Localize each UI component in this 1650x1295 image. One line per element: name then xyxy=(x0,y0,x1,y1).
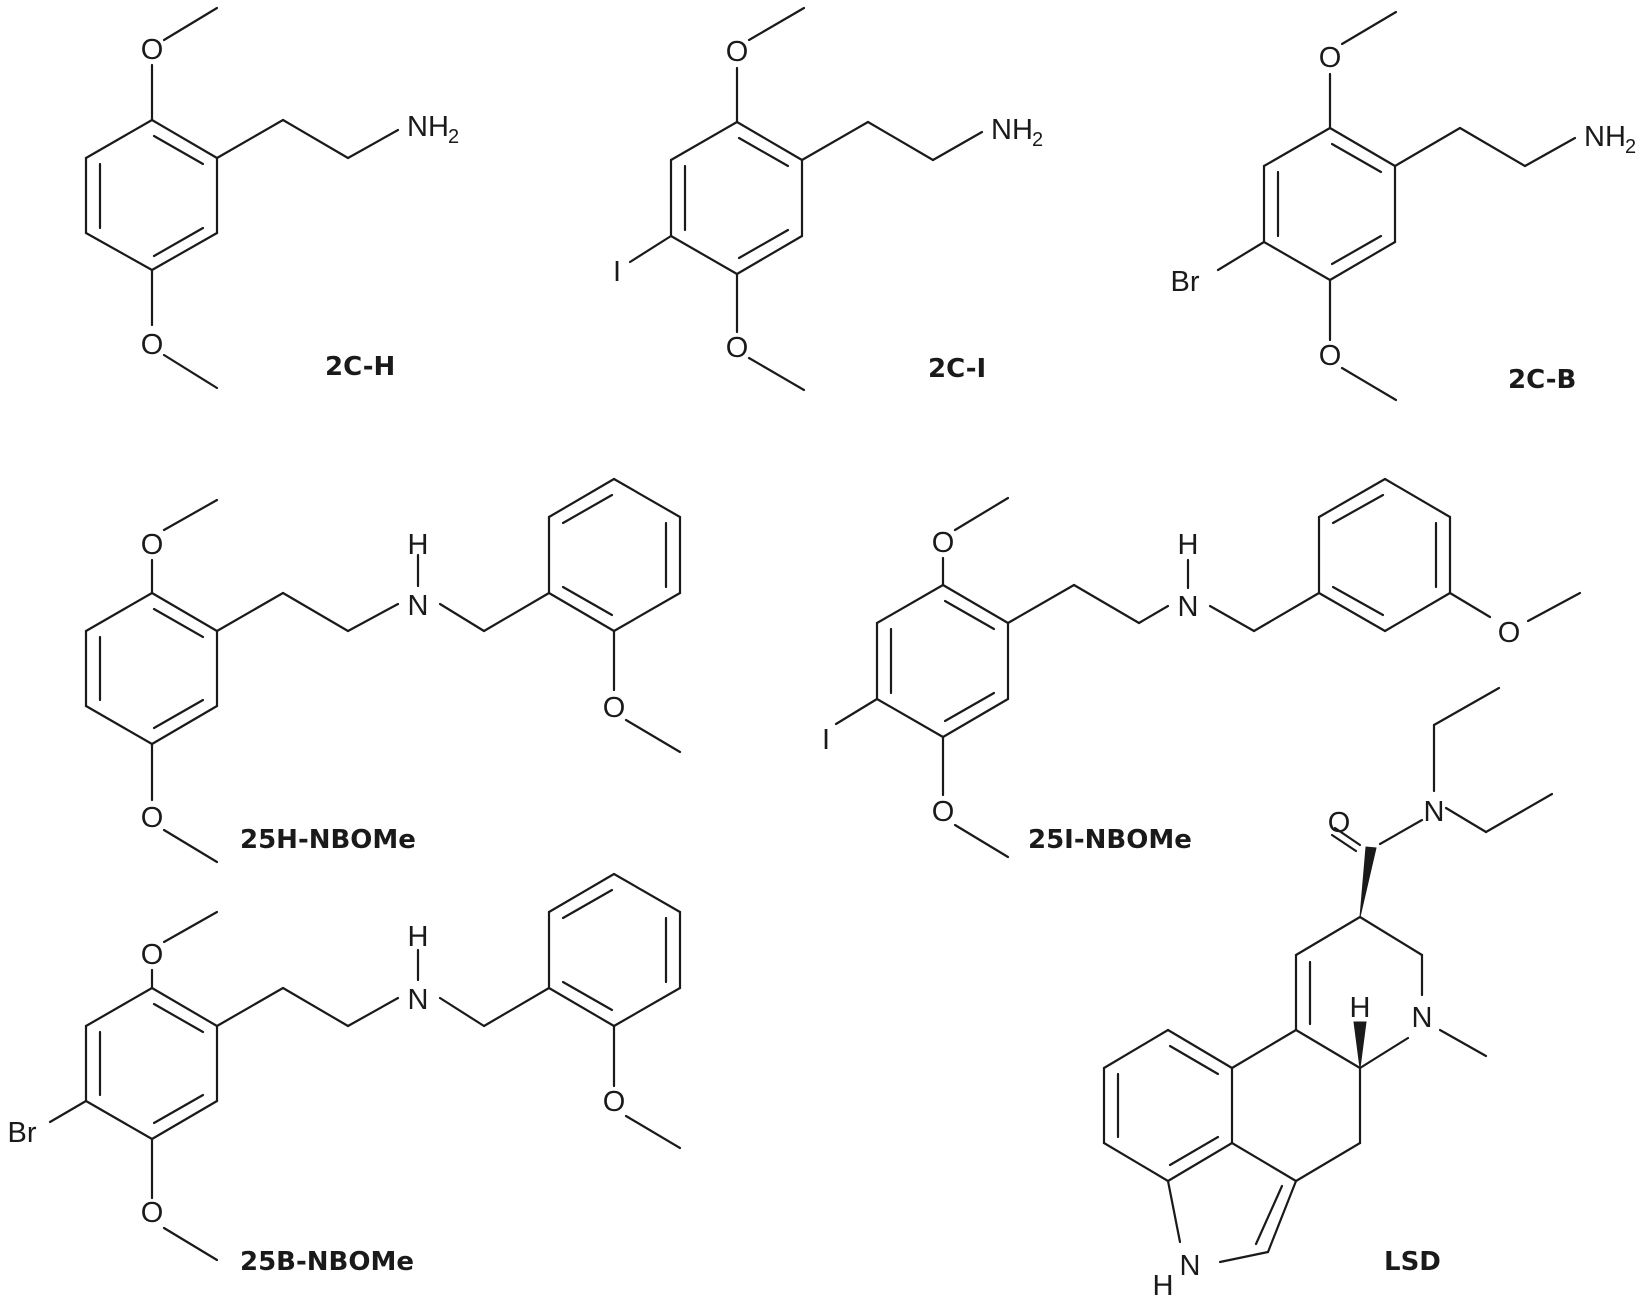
atom-oxygen: O xyxy=(141,1197,164,1229)
bonds xyxy=(1216,10,1577,402)
atom-oxygen: O xyxy=(603,1086,626,1118)
atom-nitrogen: N xyxy=(1424,796,1445,828)
molecule-label: 25I-NBOMe xyxy=(1028,825,1192,855)
atom-amine: NH xyxy=(407,111,449,143)
molecule-2c-b: O O Br NH 2 2C-B xyxy=(1171,10,1636,402)
atom-nitrogen: N xyxy=(1178,591,1199,623)
atom-oxygen: O xyxy=(726,332,749,364)
bonds xyxy=(1102,686,1554,1295)
bonds xyxy=(834,477,1582,859)
amine-group: NH 2 xyxy=(407,111,459,148)
atom-amine-subscript: 2 xyxy=(1625,136,1636,158)
atom-hydrogen: H xyxy=(408,921,429,953)
atom-amine-subscript: 2 xyxy=(448,126,459,148)
bonds xyxy=(48,872,682,1262)
atom-oxygen: O xyxy=(141,529,164,561)
molecule-label: LSD xyxy=(1384,1247,1441,1277)
atom-hydrogen: H xyxy=(1178,529,1199,561)
molecule-25h-nbome: O O H N O 25H-NBOMe xyxy=(84,477,682,864)
atom-amine-subscript: 2 xyxy=(1032,129,1043,151)
atom-iodine: I xyxy=(613,256,621,288)
molecule-2c-h: O O NH 2 2C-H xyxy=(84,6,459,390)
atom-nitrogen: N xyxy=(1180,1250,1201,1282)
atom-oxygen: O xyxy=(1319,42,1342,74)
atom-oxygen: O xyxy=(726,36,749,68)
molecule-label: 2C-B xyxy=(1508,365,1576,395)
atom-oxygen: O xyxy=(603,692,626,724)
atom-oxygen: O xyxy=(141,34,164,66)
stereo-wedge xyxy=(1353,1021,1367,1069)
atom-amine: NH xyxy=(1584,121,1626,153)
molecule-label: 2C-H xyxy=(325,352,395,382)
atom-nitrogen: N xyxy=(1412,1002,1433,1034)
atom-iodine: I xyxy=(822,724,830,756)
molecule-label: 25B-NBOMe xyxy=(240,1247,414,1277)
molecule-25i-nbome: O O I H N O 25I-NBOMe xyxy=(822,477,1582,859)
molecule-2c-i: O O I NH 2 2C-I xyxy=(613,6,1043,392)
molecule-label: 2C-I xyxy=(928,354,986,384)
molecule-lsd: O N N H N H LSD xyxy=(1102,686,1554,1295)
atom-hydrogen: H xyxy=(1153,1270,1174,1295)
atom-nitrogen: N xyxy=(408,984,429,1016)
atom-oxygen: O xyxy=(1328,807,1351,839)
atom-oxygen: O xyxy=(932,527,955,559)
atom-nitrogen: N xyxy=(408,590,429,622)
amine-group: NH 2 xyxy=(991,114,1043,151)
atom-hydrogen: H xyxy=(1350,992,1371,1024)
atom-bromine: Br xyxy=(1171,266,1200,298)
stereo-wedge xyxy=(1359,846,1377,918)
atom-oxygen: O xyxy=(141,939,164,971)
bonds xyxy=(84,6,400,390)
bonds xyxy=(84,477,682,864)
atom-oxygen: O xyxy=(1498,617,1521,649)
atom-oxygen: O xyxy=(1319,340,1342,372)
atom-oxygen: O xyxy=(932,796,955,828)
molecule-label: 25H-NBOMe xyxy=(240,825,416,855)
atom-oxygen: O xyxy=(141,329,164,361)
bonds xyxy=(628,6,984,392)
atom-amine: NH xyxy=(991,114,1033,146)
atom-oxygen: O xyxy=(141,802,164,834)
amine-group: NH 2 xyxy=(1584,121,1636,158)
atom-hydrogen: H xyxy=(408,529,429,561)
molecule-25b-nbome: O O Br H N O 25B-NBOMe xyxy=(8,872,682,1277)
atom-bromine: Br xyxy=(8,1117,37,1149)
